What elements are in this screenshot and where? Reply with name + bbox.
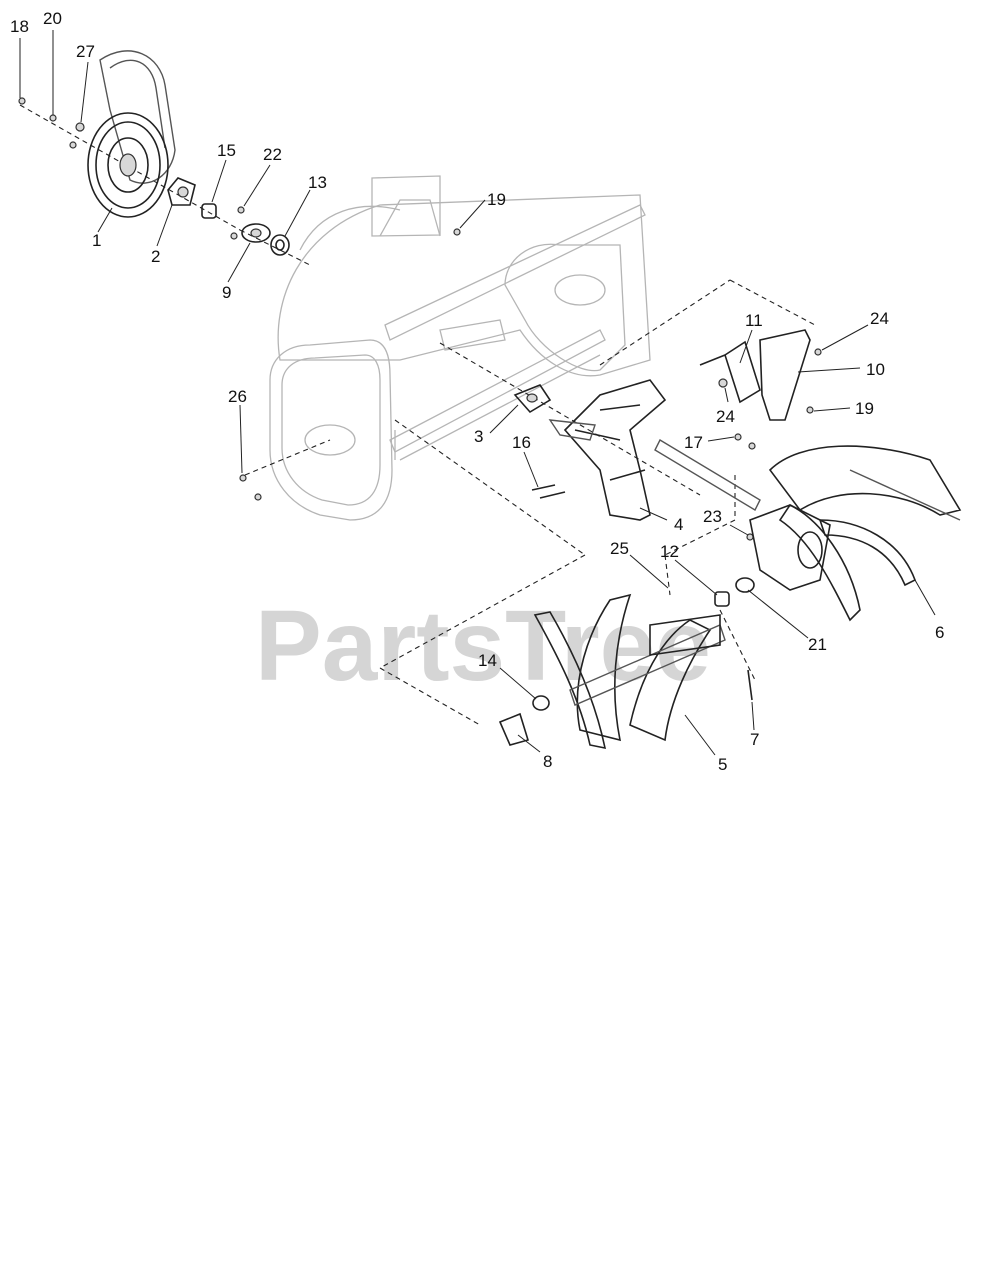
callout-3: 3 bbox=[474, 427, 483, 446]
callout-4: 4 bbox=[674, 515, 683, 534]
callout-22: 22 bbox=[263, 145, 282, 164]
auger-end-hardware bbox=[498, 669, 753, 746]
mounting-brackets bbox=[699, 329, 811, 421]
callout-27: 27 bbox=[76, 42, 95, 61]
callout-6: 6 bbox=[935, 623, 944, 642]
callout-7: 7 bbox=[750, 730, 759, 749]
callout-19-right: 19 bbox=[855, 399, 874, 418]
callout-25: 25 bbox=[610, 539, 629, 558]
leader-lines bbox=[19, 30, 936, 756]
callout-12: 12 bbox=[660, 542, 679, 561]
callout-2: 2 bbox=[151, 247, 160, 266]
callout-1: 1 bbox=[92, 231, 101, 250]
callout-19: 19 bbox=[487, 190, 506, 209]
callout-8: 8 bbox=[543, 752, 552, 771]
callout-10: 10 bbox=[866, 360, 885, 379]
auger-shaft bbox=[654, 439, 761, 511]
callout-26: 26 bbox=[228, 387, 247, 406]
shear-pin bbox=[531, 484, 556, 491]
callout-15: 15 bbox=[217, 141, 236, 160]
callout-24-lower: 24 bbox=[716, 407, 735, 426]
assembly-lines bbox=[19, 104, 816, 726]
callout-18: 18 bbox=[10, 17, 29, 36]
callout-16: 16 bbox=[512, 433, 531, 452]
small-hardware bbox=[18, 97, 822, 541]
callouts: 18 20 27 1 2 15 22 13 9 19 24 11 10 24 1… bbox=[10, 9, 944, 774]
pulley-assembly bbox=[87, 50, 176, 218]
left-auger bbox=[533, 593, 726, 750]
bearing-flange bbox=[167, 177, 196, 206]
right-auger bbox=[768, 445, 962, 622]
callout-17: 17 bbox=[684, 433, 703, 452]
callout-14: 14 bbox=[478, 651, 497, 670]
shaft-hardware bbox=[201, 203, 290, 256]
callout-24: 24 bbox=[870, 309, 889, 328]
callout-13: 13 bbox=[308, 173, 327, 192]
parts-tree-watermark: PartsTree bbox=[255, 590, 711, 702]
auger-housing bbox=[269, 175, 651, 521]
callout-23: 23 bbox=[703, 507, 722, 526]
callout-9: 9 bbox=[222, 283, 231, 302]
callout-11: 11 bbox=[745, 311, 763, 330]
callout-21: 21 bbox=[808, 635, 827, 654]
bearing-plate bbox=[513, 384, 552, 414]
impeller bbox=[548, 379, 667, 521]
callout-20: 20 bbox=[43, 9, 62, 28]
gearbox bbox=[714, 504, 831, 607]
callout-5: 5 bbox=[718, 755, 727, 774]
